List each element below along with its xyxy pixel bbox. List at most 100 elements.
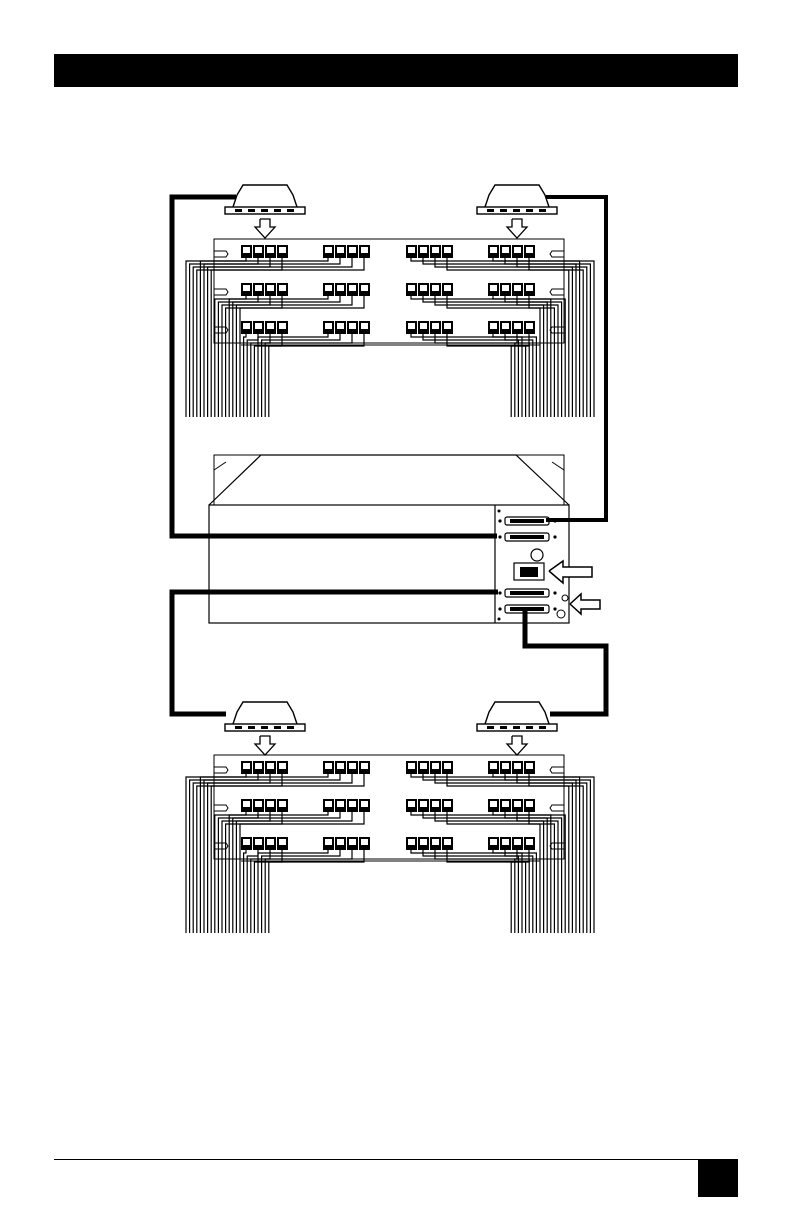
mount-screw bbox=[498, 519, 501, 522]
station-wire bbox=[423, 296, 562, 417]
station-wire bbox=[529, 296, 540, 417]
rack-ear bbox=[552, 462, 564, 470]
station-wire bbox=[411, 296, 565, 417]
rj-jack-opening bbox=[361, 839, 368, 845]
connector-pin bbox=[274, 726, 281, 729]
rj-jack-opening bbox=[325, 801, 332, 807]
connector-pin bbox=[500, 726, 507, 729]
trunk-cable bbox=[172, 592, 498, 714]
rj-jack-opening bbox=[408, 763, 415, 769]
ground-symbol-icon bbox=[557, 610, 565, 618]
connector-down-arrow bbox=[507, 219, 527, 238]
connector-pin bbox=[513, 209, 520, 212]
rj-jack-opening bbox=[243, 285, 250, 291]
station-wire bbox=[511, 334, 529, 417]
station-wire bbox=[215, 812, 246, 933]
rj-jack-opening bbox=[526, 801, 533, 807]
fan-icon bbox=[531, 549, 543, 561]
rj-jack-opening bbox=[267, 247, 274, 253]
rj-jack-opening bbox=[243, 323, 250, 329]
station-wire bbox=[269, 334, 364, 417]
rj-jack-opening bbox=[243, 801, 250, 807]
rj-jack-opening bbox=[408, 323, 415, 329]
rj-jack-opening bbox=[514, 763, 521, 769]
corner-screw bbox=[498, 618, 501, 621]
station-wire bbox=[215, 296, 246, 417]
connector-pin bbox=[261, 726, 268, 729]
rj-jack-opening bbox=[267, 285, 274, 291]
rj-jack-opening bbox=[444, 801, 451, 807]
corner-screw bbox=[498, 510, 501, 513]
jack-group bbox=[488, 321, 535, 417]
rj-jack-opening bbox=[514, 323, 521, 329]
mount-screw bbox=[553, 535, 556, 538]
station-wire bbox=[233, 296, 340, 417]
rj-jack-opening bbox=[490, 801, 497, 807]
rj-jack-opening bbox=[349, 801, 356, 807]
rj-jack-opening bbox=[255, 285, 262, 291]
jack-group bbox=[488, 283, 551, 417]
jack-group bbox=[258, 321, 370, 417]
rack-notch bbox=[550, 251, 564, 257]
rack-notch bbox=[214, 805, 228, 811]
rj-jack-opening bbox=[502, 247, 509, 253]
cable-connector bbox=[477, 185, 557, 238]
cable-connector bbox=[225, 185, 305, 238]
rj-jack-opening bbox=[502, 323, 509, 329]
connector-pins bbox=[510, 607, 544, 611]
chassis-rack-panel bbox=[214, 455, 564, 505]
rj-jack-opening bbox=[420, 801, 427, 807]
station-wire bbox=[411, 812, 565, 933]
connector-pin bbox=[526, 209, 533, 212]
rj-jack-opening bbox=[444, 323, 451, 329]
rack-notch bbox=[214, 289, 228, 295]
rj-jack-opening bbox=[349, 285, 356, 291]
rj-jack-opening bbox=[420, 247, 427, 253]
rj-jack-opening bbox=[279, 801, 286, 807]
rj-jack-opening bbox=[337, 839, 344, 845]
jack-group bbox=[488, 799, 551, 933]
station-wire bbox=[233, 812, 340, 933]
cable-connector bbox=[225, 702, 305, 755]
rj-jack-opening bbox=[432, 285, 439, 291]
connector-pin bbox=[235, 209, 242, 212]
connector-pin bbox=[526, 726, 533, 729]
rj-jack-opening bbox=[349, 763, 356, 769]
connector-pins bbox=[510, 535, 544, 539]
rj-jack-opening bbox=[514, 285, 521, 291]
connector-pin bbox=[235, 726, 242, 729]
rack-notch bbox=[550, 767, 564, 773]
mount-screw bbox=[498, 607, 501, 610]
rj-jack-opening bbox=[243, 839, 250, 845]
rj-jack-opening bbox=[325, 285, 332, 291]
rj-jack-opening bbox=[420, 285, 427, 291]
rj-jack-opening bbox=[420, 763, 427, 769]
connector-pin bbox=[513, 726, 520, 729]
rj-jack-opening bbox=[361, 285, 368, 291]
rack-notch bbox=[214, 767, 228, 773]
footer-rule bbox=[54, 1159, 738, 1160]
rj-jack-opening bbox=[267, 323, 274, 329]
connector-pin bbox=[261, 209, 268, 212]
connector-pin bbox=[287, 726, 294, 729]
rj-jack-opening bbox=[408, 839, 415, 845]
connector-down-arrow bbox=[255, 219, 275, 238]
cable-connector bbox=[477, 702, 557, 755]
connector-pin bbox=[500, 209, 507, 212]
connector-pin bbox=[274, 209, 281, 212]
rj-jack-opening bbox=[432, 763, 439, 769]
rj-jack-opening bbox=[267, 801, 274, 807]
rj-jack-opening bbox=[255, 323, 262, 329]
station-wire bbox=[423, 812, 562, 933]
ground-arrow bbox=[570, 594, 600, 614]
rj-jack-opening bbox=[490, 247, 497, 253]
rj-jack-opening bbox=[432, 247, 439, 253]
mount-screw bbox=[498, 535, 501, 538]
rj-jack-opening bbox=[325, 839, 332, 845]
station-wire bbox=[447, 812, 554, 933]
connector-down-arrow bbox=[507, 736, 527, 755]
rj-jack-opening bbox=[490, 839, 497, 845]
ground-terminal bbox=[562, 595, 568, 601]
mount-screw bbox=[553, 591, 556, 594]
